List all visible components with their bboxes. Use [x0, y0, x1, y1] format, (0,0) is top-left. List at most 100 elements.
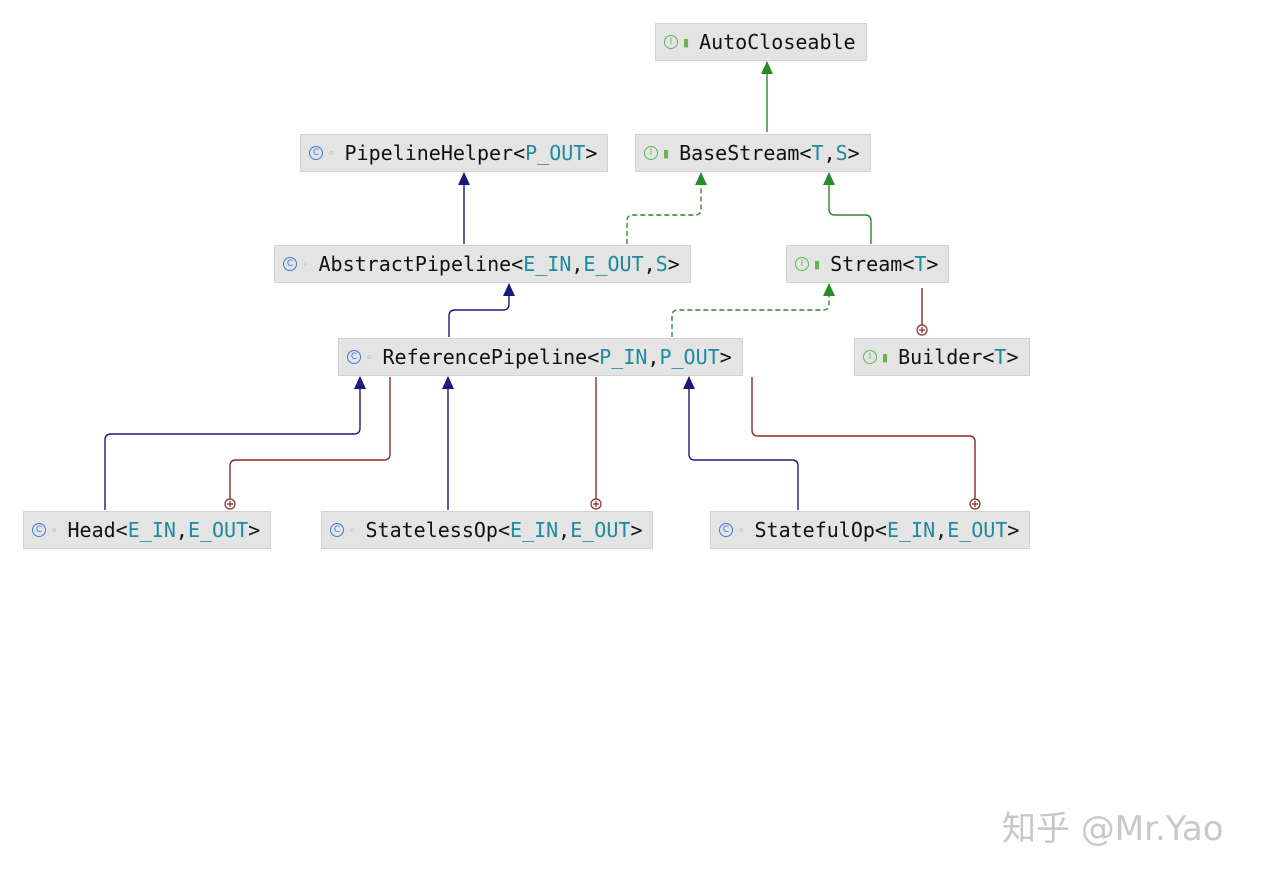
- node-name: Stream: [830, 252, 903, 276]
- edge-line: [671, 284, 830, 337]
- type-sep: ,: [935, 518, 948, 542]
- edge-builder-stream-inner-of: [916, 288, 928, 336]
- node-name: Builder: [898, 345, 983, 369]
- public-icon: ▮: [882, 350, 889, 364]
- node-statelessop[interactable]: C◦StatelessOp<E_IN, E_OUT>: [321, 511, 654, 549]
- edge-line: [229, 377, 391, 504]
- node-referencepipeline[interactable]: C◦ReferencePipeline<P_IN, P_OUT>: [338, 338, 743, 376]
- package-private-icon: ◦: [51, 523, 58, 537]
- type-open: <: [587, 345, 600, 369]
- node-builder[interactable]: I▮Builder<T>: [854, 338, 1030, 376]
- inner-class-plus: [593, 501, 599, 507]
- node-head[interactable]: C◦Head<E_IN, E_OUT>: [23, 511, 272, 549]
- type-param: E_OUT: [187, 518, 249, 542]
- node-name: StatefulOp: [754, 518, 875, 542]
- package-private-icon: ◦: [349, 523, 356, 537]
- edge-referencepipeline-abstractpipeline-extends-class: [448, 283, 515, 337]
- type-param: P_IN: [599, 345, 648, 369]
- type-close: >: [585, 141, 598, 165]
- type-close: >: [719, 345, 732, 369]
- node-name: PipelineHelper: [344, 141, 514, 165]
- type-sep: ,: [643, 252, 656, 276]
- type-param: E_IN: [523, 252, 572, 276]
- type-sep: ,: [647, 345, 660, 369]
- type-sep: ,: [558, 518, 571, 542]
- interface-icon: I: [644, 146, 658, 160]
- class-icon: C: [347, 350, 361, 364]
- node-pipelinehelper[interactable]: C ◦ PipelineHelper<P_OUT>: [300, 134, 609, 172]
- class-icon: C: [330, 523, 344, 537]
- node-autocloseable[interactable]: I▮AutoCloseable: [655, 23, 867, 61]
- edge-statelessop-referencepipeline-extends-class: [442, 376, 454, 510]
- interface-icon: I: [664, 35, 678, 49]
- node-name: BaseStream: [679, 141, 800, 165]
- type-close: >: [847, 141, 860, 165]
- edge-head-referencepipeline-extends-class: [104, 376, 366, 510]
- type-open: <: [115, 518, 128, 542]
- type-param: E_OUT: [570, 518, 631, 542]
- node-basestream[interactable]: I▮BaseStream<T, S>: [635, 134, 871, 172]
- arrowhead-icon: [823, 172, 835, 185]
- package-private-icon: ◦: [302, 257, 309, 271]
- arrowhead-icon: [442, 376, 454, 389]
- node-name: AbstractPipeline: [318, 252, 512, 276]
- type-close: >: [1006, 345, 1019, 369]
- type-param: E_IN: [127, 518, 176, 542]
- watermark: 知乎 @Mr.Yao: [1002, 809, 1224, 849]
- type-open: <: [497, 518, 510, 542]
- node-abstractpipeline[interactable]: C◦AbstractPipeline<E_IN, E_OUT, S>: [274, 245, 691, 283]
- arrowhead-icon: [823, 283, 835, 296]
- edge-basestream-autocloseable-extends-interface: [761, 61, 773, 132]
- type-open: <: [874, 518, 887, 542]
- interface-icon: I: [863, 350, 877, 364]
- type-param: P_OUT: [659, 345, 720, 369]
- edge-line: [104, 377, 361, 510]
- public-icon: ▮: [814, 257, 821, 271]
- edge-abstractpipeline-basestream-implements: [626, 172, 707, 244]
- type-param: P_OUT: [525, 141, 586, 165]
- edge-statelessop-referencepipeline-inner-of: [590, 377, 602, 510]
- node-statefulop[interactable]: C ◦ StatefulOp<E_IN, E_OUT>: [710, 511, 1031, 549]
- arrowhead-icon: [354, 376, 366, 389]
- node-name: AutoCloseable: [699, 30, 856, 54]
- type-open: <: [511, 252, 524, 276]
- inner-class-plus: [972, 501, 978, 507]
- package-private-icon: ◦: [328, 146, 335, 160]
- node-stream[interactable]: I▮Stream<T>: [786, 245, 950, 283]
- type-sep: ,: [175, 518, 188, 542]
- type-param: E_IN: [510, 518, 559, 542]
- type-open: <: [513, 141, 526, 165]
- arrowhead-icon: [695, 172, 707, 185]
- arrowhead-icon: [503, 283, 515, 296]
- type-close: >: [1007, 518, 1020, 542]
- type-param: T: [994, 345, 1007, 369]
- edge-line: [688, 377, 799, 510]
- edge-referencepipeline-stream-implements: [671, 283, 835, 337]
- edge-statefulop-referencepipeline-inner-of: [751, 377, 981, 510]
- package-private-icon: ◦: [738, 523, 745, 537]
- type-open: <: [799, 141, 812, 165]
- type-close: >: [248, 518, 261, 542]
- node-name: ReferencePipeline: [382, 345, 588, 369]
- type-close: >: [667, 252, 680, 276]
- type-open: <: [902, 252, 915, 276]
- edge-line: [751, 377, 976, 504]
- class-icon: C: [309, 146, 323, 160]
- node-name: Head: [67, 518, 116, 542]
- type-sep: ,: [823, 141, 836, 165]
- edge-statefulop-referencepipeline-extends-class: [683, 376, 799, 510]
- edge-stream-basestream-extends-interface: [823, 172, 872, 244]
- type-param: E_IN: [886, 518, 936, 542]
- type-close: >: [630, 518, 643, 542]
- inner-class-plus: [227, 501, 233, 507]
- edge-line: [626, 173, 702, 244]
- public-icon: ▮: [663, 146, 670, 160]
- edge-head-referencepipeline-inner-of: [224, 377, 391, 510]
- arrowhead-icon: [683, 376, 695, 389]
- class-icon: C: [283, 257, 297, 271]
- type-param: T: [811, 141, 824, 165]
- type-param: S: [655, 252, 668, 276]
- class-icon: C: [719, 523, 733, 537]
- type-param: E_OUT: [947, 518, 1008, 542]
